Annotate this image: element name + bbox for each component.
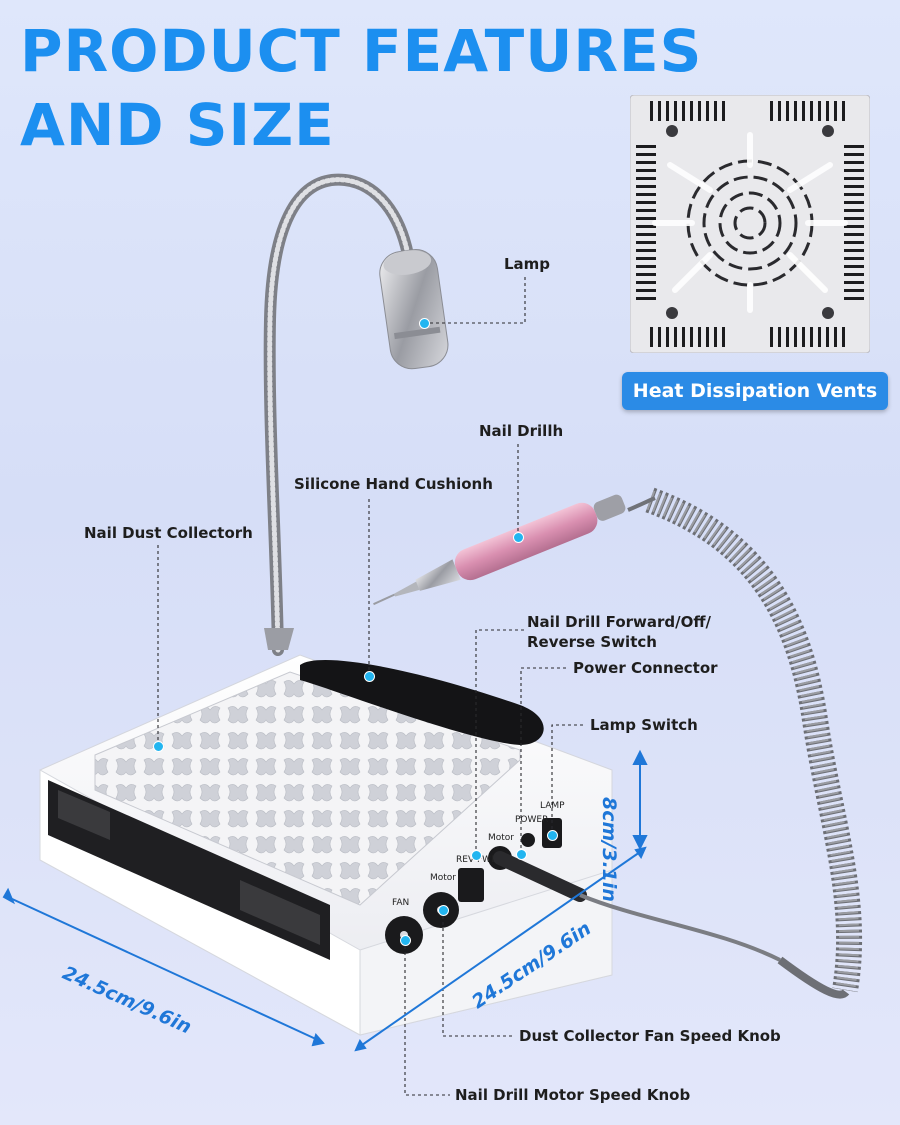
lamp-label: Lamp	[504, 255, 551, 273]
lamp-marker	[419, 318, 430, 329]
fan-knob-label: Dust Collector Fan Speed Knob	[519, 1027, 781, 1045]
panel-motor-knob-text: Motor	[430, 873, 456, 883]
heat-dissipation-badge: Heat Dissipation Vents	[622, 372, 888, 410]
power-connector-label: Power Connector	[573, 659, 718, 677]
height-dimension-label: 8cm/3.1in	[598, 797, 620, 902]
switch-label-line-2: Reverse Switch	[527, 633, 657, 651]
power-marker	[516, 849, 527, 860]
nail-drill-label: Nail Drillh	[479, 422, 564, 440]
panel-lamp-text: LAMP	[540, 801, 565, 811]
silicone-cushion-label: Silicone Hand Cushionh	[294, 475, 493, 493]
title-line-1: PRODUCT FEATURES	[20, 17, 703, 85]
drill-marker	[513, 532, 524, 543]
cushion-marker	[364, 671, 375, 682]
switch-marker	[471, 850, 482, 861]
vent-bottom-view-icon	[630, 95, 870, 353]
panel-fan-text: FAN	[392, 898, 409, 908]
title-line-2: AND SIZE	[20, 91, 335, 159]
panel-power-text: POWER	[515, 815, 548, 825]
motor-knob-label: Nail Drill Motor Speed Knob	[455, 1086, 691, 1104]
dust-collector-label: Nail Dust Collectorh	[84, 524, 253, 542]
motor-knob-marker	[400, 935, 411, 946]
lamp-switch-marker	[547, 830, 558, 841]
collector-marker	[153, 741, 164, 752]
panel-motor-port-text: Motor	[488, 833, 514, 843]
switch-label-line-1: Nail Drill Forward/Off/	[527, 613, 711, 631]
lamp-switch-label: Lamp Switch	[590, 716, 698, 734]
fan-knob-marker	[438, 905, 449, 916]
